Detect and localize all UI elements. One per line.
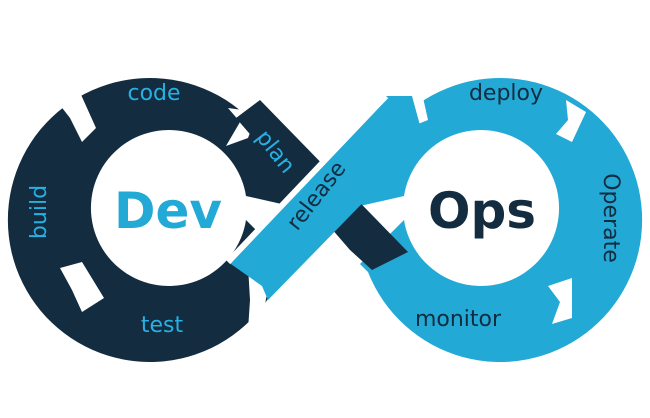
stage-operate: Operate (598, 173, 623, 263)
dev-label: Dev (114, 182, 222, 240)
ops-label: Ops (428, 182, 536, 240)
gap-build-code (56, 88, 96, 142)
stage-monitor: monitor (415, 307, 502, 332)
gap-operate-monitor (548, 278, 572, 324)
stage-test: test (141, 313, 184, 338)
crossing (225, 93, 424, 300)
gap-test-build (60, 262, 104, 312)
release-band (228, 96, 424, 300)
gap-deploy-operate (556, 100, 586, 142)
stage-code: code (127, 81, 180, 106)
stage-build: build (27, 185, 52, 239)
stage-deploy: deploy (469, 81, 543, 106)
release-band-edge (225, 93, 389, 265)
